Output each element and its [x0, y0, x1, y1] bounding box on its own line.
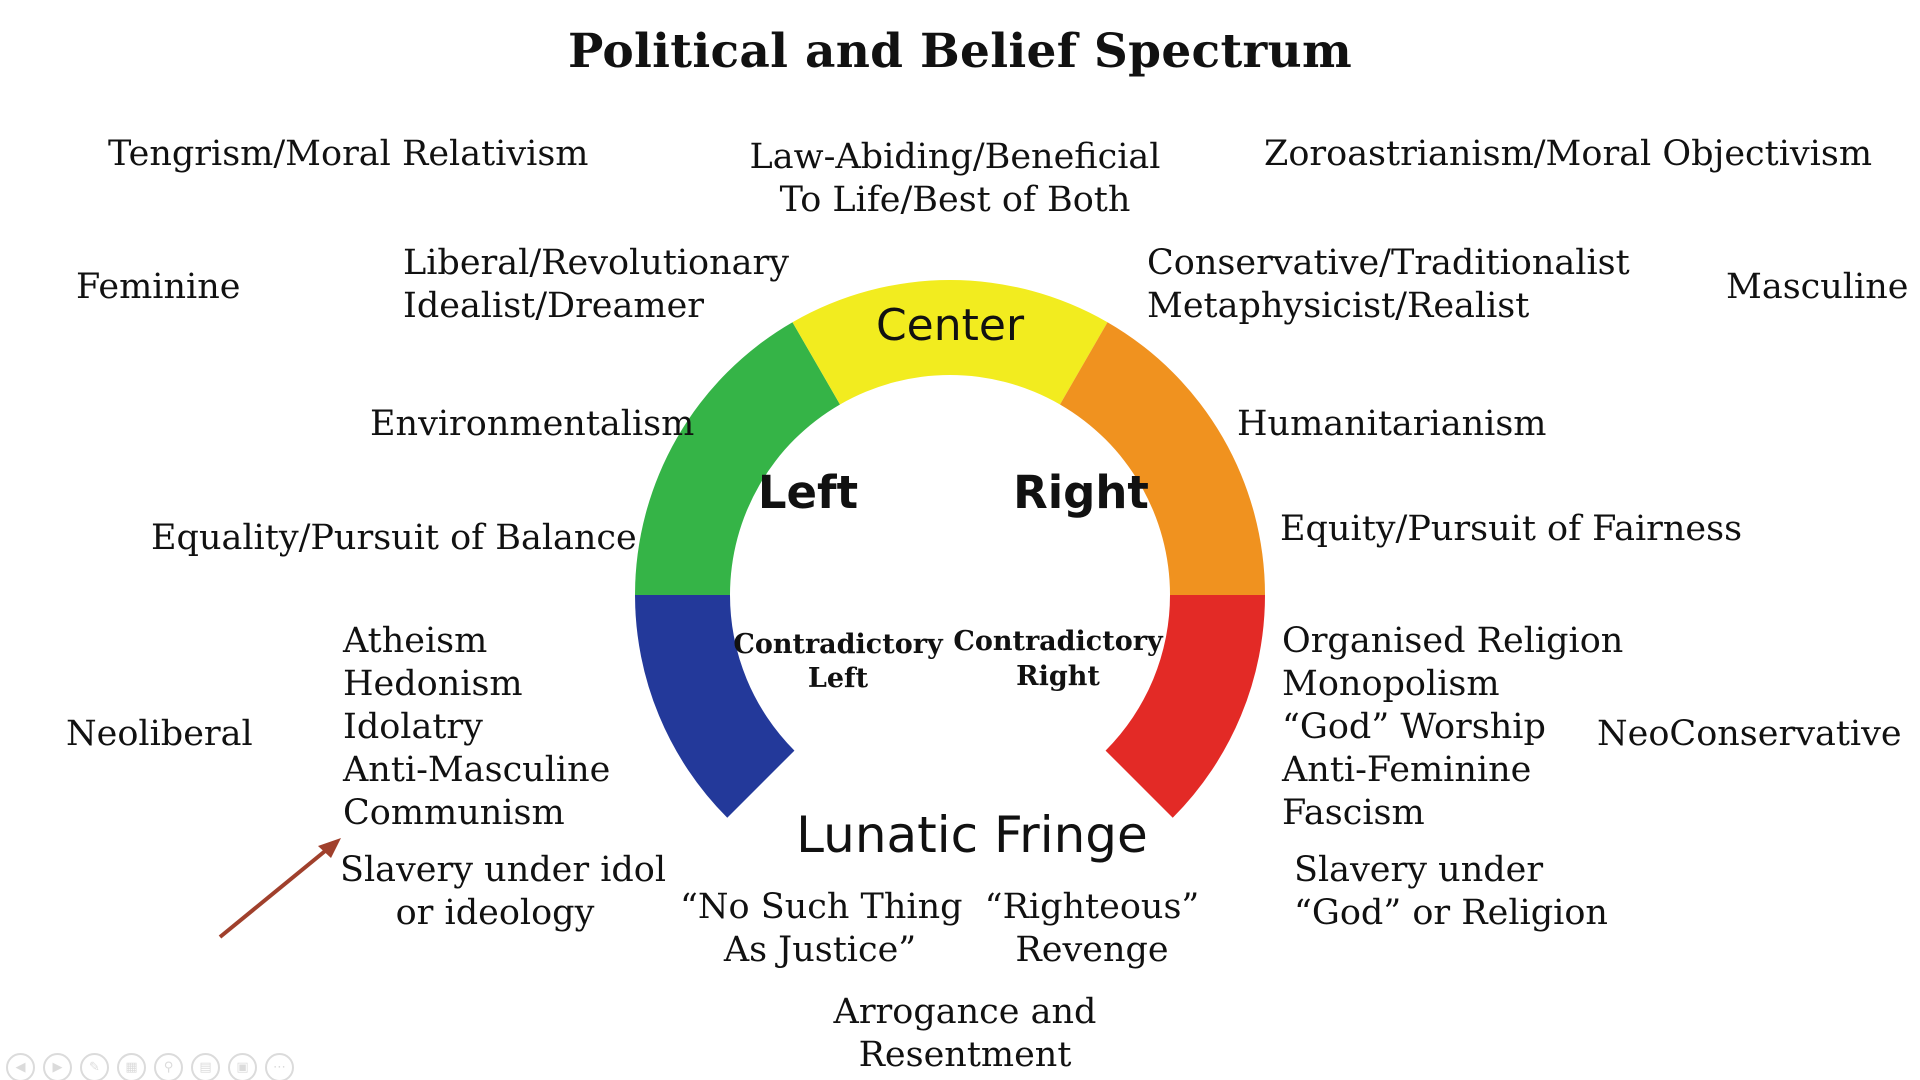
right-list-item: Fascism [1282, 793, 1425, 833]
no-justice-line-2: As Justice” [723, 930, 917, 970]
right-slavery-label: Slavery under “God” or Religion [1294, 849, 1608, 935]
segment-blue [635, 595, 795, 818]
law-abiding-line-1: Law-Abiding/Beneficial [749, 137, 1161, 177]
page-title: Political and Belief Spectrum [567, 24, 1353, 79]
right-list-item: Organised Religion [1282, 621, 1624, 661]
left-list-item: Communism [343, 793, 565, 833]
equality-label: Equality/Pursuit of Balance [151, 518, 637, 558]
right-label: Right [1013, 466, 1149, 519]
zoom-icon[interactable]: ⚲ [154, 1053, 183, 1080]
feminine-label: Feminine [76, 267, 241, 307]
next-icon[interactable]: ▶ [43, 1053, 72, 1080]
environmentalism-label: Environmentalism [370, 404, 695, 444]
neoliberal-label: Neoliberal [66, 714, 253, 754]
left-belief-list: Atheism Hedonism Idolatry Anti-Masculine… [343, 620, 610, 835]
slides-icon[interactable]: ▦ [117, 1053, 146, 1080]
right-list-item: Monopolism [1282, 664, 1500, 704]
right-slavery-line-1: Slavery under [1294, 850, 1544, 890]
masculine-label: Masculine [1726, 267, 1909, 307]
righteous-revenge-label: “Righteous” Revenge [972, 886, 1212, 972]
right-slavery-line-2: “God” or Religion [1294, 893, 1608, 933]
conservative-line-2: Metaphysicist/Realist [1147, 286, 1530, 326]
law-abiding-label: Law-Abiding/Beneficial To Life/Best of B… [745, 136, 1165, 222]
neoconservative-label: NeoConservative [1597, 714, 1902, 754]
lunatic-fringe-label: Lunatic Fringe [796, 806, 1148, 864]
right-list-item: “God” Worship [1282, 707, 1546, 747]
arrow-head-icon [318, 838, 341, 858]
contradictory-left-line-2: Left [808, 663, 869, 694]
revenge-line-2: Revenge [1015, 930, 1169, 970]
left-list-item: Idolatry [343, 707, 483, 747]
segment-green [635, 322, 840, 595]
left-list-item: Anti-Masculine [343, 750, 611, 790]
conservative-label: Conservative/Traditionalist Metaphysicis… [1147, 242, 1630, 328]
left-label: Left [758, 466, 858, 519]
left-slavery-line-1: Slavery under idol [340, 850, 667, 890]
humanitarianism-label: Humanitarianism [1237, 404, 1547, 444]
segment-yellow [792, 279, 1108, 405]
revenge-line-1: “Righteous” [984, 887, 1200, 927]
arrow-line [218, 845, 332, 939]
contradictory-right-line-2: Right [1016, 661, 1100, 692]
presentation-toolbar: ◀ ▶ ✎ ▦ ⚲ ▤ ▣ ⋯ [6, 1053, 294, 1080]
equity-label: Equity/Pursuit of Fairness [1280, 509, 1743, 549]
more-icon[interactable]: ⋯ [265, 1053, 294, 1080]
center-label: Center [876, 300, 1025, 351]
segment-orange [1060, 322, 1265, 595]
right-belief-list: Organised Religion Monopolism “God” Wors… [1282, 620, 1623, 835]
no-justice-label: “No Such Thing As Justice” [680, 886, 963, 972]
segment-red [1105, 595, 1265, 818]
zoroastrianism-label: Zoroastrianism/Moral Objectivism [1264, 134, 1873, 174]
subtitles-icon[interactable]: ▤ [191, 1053, 220, 1080]
left-list-item: Hedonism [343, 664, 523, 704]
arrogance-line-2: Resentment [858, 1035, 1072, 1075]
contradictory-left-line-1: Contradictory [733, 629, 944, 660]
law-abiding-line-2: To Life/Best of Both [779, 180, 1131, 220]
left-list-item: Atheism [343, 621, 488, 661]
right-list-item: Anti-Feminine [1282, 750, 1532, 790]
liberal-label: Liberal/Revolutionary Idealist/Dreamer [403, 242, 789, 328]
pen-icon[interactable]: ✎ [80, 1053, 109, 1080]
arrogance-line-1: Arrogance and [833, 992, 1097, 1032]
arrogance-label: Arrogance and Resentment [820, 991, 1110, 1077]
tengrism-label: Tengrism/Moral Relativism [108, 134, 589, 174]
no-justice-line-1: “No Such Thing [680, 887, 963, 927]
contradictory-right-line-1: Contradictory [953, 626, 1164, 657]
liberal-line-1: Liberal/Revolutionary [403, 243, 790, 283]
left-slavery-label: Slavery under idol or ideology [340, 849, 667, 935]
screen-icon[interactable]: ▣ [228, 1053, 257, 1080]
previous-icon[interactable]: ◀ [6, 1053, 35, 1080]
conservative-line-1: Conservative/Traditionalist [1147, 243, 1630, 283]
liberal-line-2: Idealist/Dreamer [403, 286, 705, 326]
left-slavery-line-2: or ideology [395, 893, 595, 933]
